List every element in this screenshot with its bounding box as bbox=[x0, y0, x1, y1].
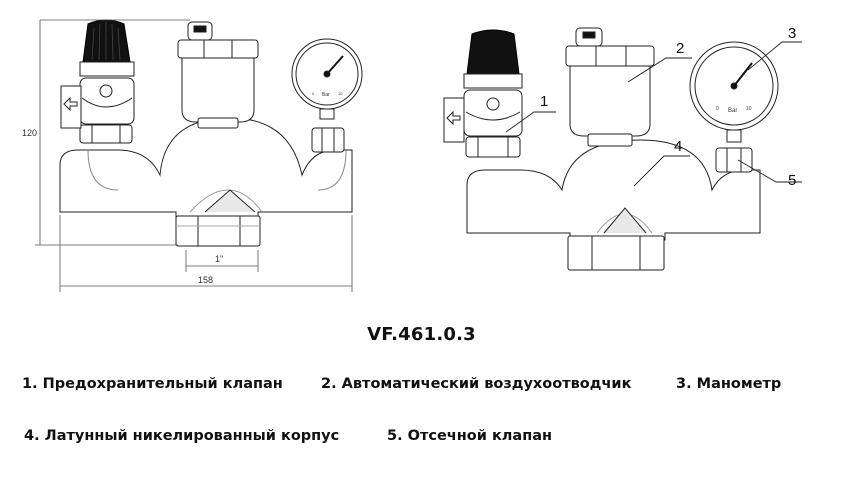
leader-3 bbox=[747, 41, 802, 71]
legend-item-brass-body: 4. Латунный никелированный корпус bbox=[24, 428, 340, 444]
height-dimension: 120 bbox=[22, 128, 37, 138]
leader-5 bbox=[737, 159, 802, 183]
dimensioned-view bbox=[35, 19, 363, 292]
callout-3: 3 bbox=[788, 25, 796, 42]
callout-4: 4 bbox=[674, 138, 682, 155]
bottom-nut bbox=[175, 215, 261, 247]
body-cone bbox=[204, 189, 256, 213]
legend-item-air-vent: 2. Автоматический воздухоотводчик bbox=[321, 376, 632, 392]
callout-1: 1 bbox=[540, 93, 548, 110]
safety-valve-body-right bbox=[463, 89, 523, 137]
model-number: VF.461.0.3 bbox=[367, 324, 476, 345]
safety-valve-knob bbox=[82, 19, 131, 63]
width-dimension: 158 bbox=[198, 275, 213, 285]
labelled-view bbox=[443, 27, 802, 271]
air-vent-body-right bbox=[569, 65, 651, 137]
air-vent-cap bbox=[177, 39, 259, 59]
gauge-unit-right: Bar bbox=[728, 108, 737, 114]
air-vent-cap-right bbox=[565, 45, 655, 67]
gauge-unit: Bar bbox=[322, 92, 330, 98]
callout-5: 5 bbox=[788, 172, 796, 189]
leader-1 bbox=[505, 111, 556, 133]
air-vent-body bbox=[181, 57, 255, 123]
safety-valve-knob-right bbox=[466, 29, 520, 75]
gauge-max: 10 bbox=[338, 91, 343, 96]
gauge-min-right: 0 bbox=[716, 106, 719, 112]
legend-item-pressure-gauge: 3. Манометр bbox=[676, 376, 782, 392]
connection-dimension: 1" bbox=[215, 254, 223, 264]
legend-item-shutoff-valve: 5. Отсечной клапан bbox=[387, 428, 553, 444]
technical-drawing: 120 1" 158 bbox=[22, 19, 802, 292]
leader-2 bbox=[627, 57, 692, 83]
leader-4 bbox=[633, 155, 690, 187]
gauge-min: 0 bbox=[312, 91, 315, 96]
gauge-max-right: 10 bbox=[746, 106, 752, 112]
callout-2: 2 bbox=[676, 40, 684, 57]
bottom-nut-right bbox=[567, 235, 665, 271]
legend-item-safety-valve: 1. Предохранительный клапан bbox=[22, 376, 283, 392]
